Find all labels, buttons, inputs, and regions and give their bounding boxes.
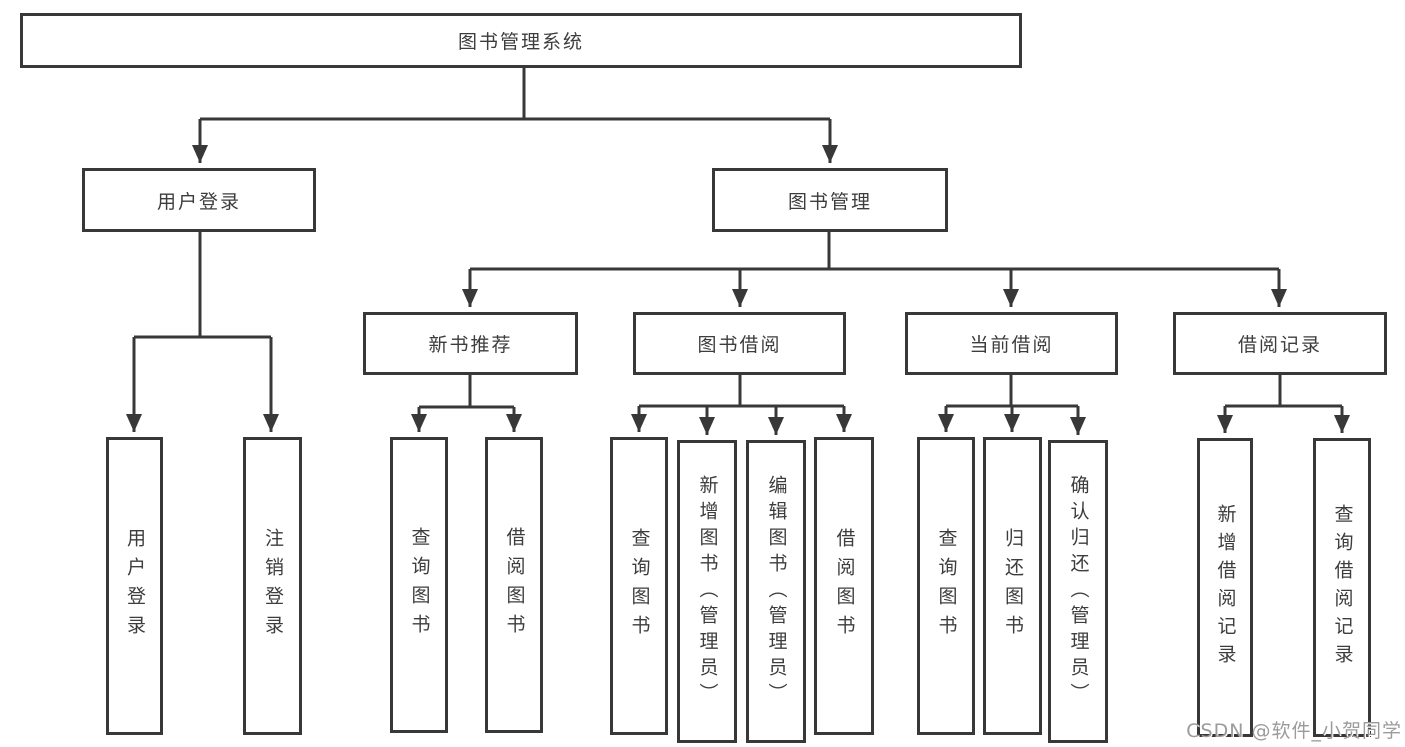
connector-arrows — [126, 119, 1350, 435]
node-borrow-books-recommend: 借阅图书 — [485, 437, 543, 733]
csdn-watermark: CSDN @软件_小贺同学 — [1186, 720, 1402, 742]
node-user-login-action: 用户登录 — [106, 437, 163, 735]
node-user-login: 用户登录 — [82, 168, 316, 232]
node-return-books: 归还图书 — [983, 437, 1042, 735]
node-query-borrow-record: 查询借阅记录 — [1313, 438, 1371, 737]
node-book-management: 图书管理 — [712, 168, 948, 232]
node-borrow-books-borrowing: 借阅图书 — [814, 437, 874, 735]
node-query-books-borrowing: 查询图书 — [610, 437, 668, 735]
node-confirm-return-admin: 确认归还（管理员） — [1048, 440, 1108, 743]
node-library-management-system: 图书管理系统 — [20, 13, 1022, 68]
node-new-book-recommend: 新书推荐 — [363, 312, 578, 375]
node-query-books-current: 查询图书 — [917, 437, 975, 735]
node-book-borrowing: 图书借阅 — [633, 312, 846, 375]
node-current-borrowing: 当前借阅 — [905, 312, 1118, 375]
node-logout-action: 注销登录 — [243, 437, 302, 735]
node-edit-books-admin: 编辑图书（管理员） — [746, 440, 806, 743]
node-add-books-admin: 新增图书（管理员） — [677, 440, 737, 743]
node-borrowing-records: 借阅记录 — [1173, 312, 1387, 375]
node-add-borrow-record: 新增借阅记录 — [1197, 438, 1253, 737]
node-query-books-recommend: 查询图书 — [390, 437, 448, 733]
